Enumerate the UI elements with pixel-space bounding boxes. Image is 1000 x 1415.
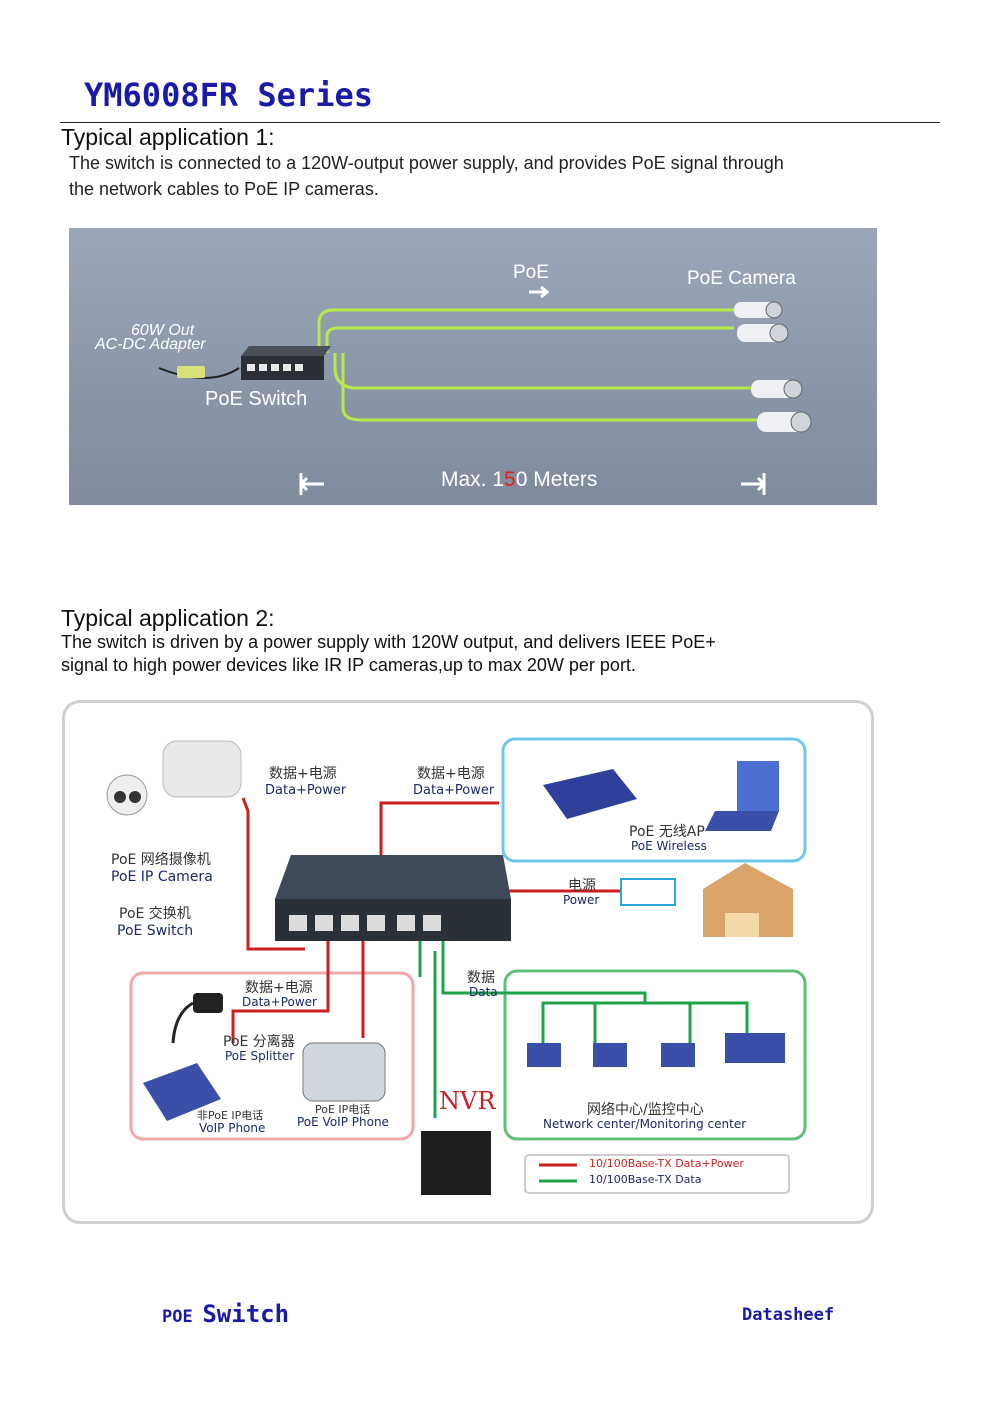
switch-cn: PoE 交换机: [119, 906, 191, 922]
splitter-cn: PoE 分离器: [223, 1034, 295, 1050]
bullet-camera-icon: [162, 740, 242, 798]
footer-doc-type: Datasheef: [742, 1305, 835, 1325]
switch-en: PoE Switch: [117, 923, 194, 939]
center-en: Network center/Monitoring center: [543, 1117, 747, 1131]
wireless-en: PoE Wireless: [631, 839, 707, 853]
voip-phone-icon: [143, 1063, 221, 1121]
app1-diagram: PoE PoE Camera 60W Out AC-DC Adapter PoE…: [69, 228, 877, 505]
computer-icons: [527, 1033, 785, 1067]
camera-icon-2: [737, 323, 789, 343]
data-cn: 数据: [467, 970, 495, 986]
adapter-icon: [177, 366, 205, 378]
poe-camera-label: PoE Camera: [687, 268, 796, 289]
power-supply-icon: [620, 878, 676, 906]
phone-frame: [129, 971, 415, 1141]
nvr-icon: [421, 1131, 491, 1195]
wireless-cn: PoE 无线AP: [629, 824, 705, 840]
dp3-cn: 数据+电源: [245, 980, 313, 996]
phone-en: VoIP Phone: [199, 1121, 266, 1135]
distance-label: Max. 150 Meters: [441, 468, 598, 491]
app1-heading: Typical application 1:: [61, 124, 275, 150]
poephone-cn: PoE IP电话: [315, 1103, 371, 1116]
center-cn: 网络中心/监控中心: [587, 1102, 704, 1118]
poe-cables: [317, 308, 759, 422]
app1-desc-line2: the network cables to PoE IP cameras.: [69, 179, 379, 199]
camera-en: PoE IP Camera: [111, 869, 213, 885]
app2-desc-line2: signal to high power devices like IR IP …: [61, 655, 636, 675]
dp2-en: Data+Power: [413, 783, 495, 798]
power-cn: 电源: [568, 878, 596, 894]
poe-voip-phone-icon: [302, 1042, 386, 1102]
wireless-frame: [501, 737, 807, 863]
legend-green-label: 10/100Base-TX Data: [589, 1173, 702, 1186]
camera-cn: PoE 网络摄像机: [111, 852, 211, 868]
house-icon: [703, 863, 793, 937]
dp1-cn: 数据+电源: [269, 766, 337, 782]
app2-heading: Typical application 2:: [61, 605, 275, 631]
camera-icon-4: [757, 411, 812, 433]
dp3-en: Data+Power: [242, 995, 317, 1009]
router-icon: [543, 769, 637, 819]
dome-camera-icon: [106, 774, 148, 816]
camera-icon-1: [734, 301, 783, 319]
poephone-en: PoE VoIP Phone: [297, 1115, 389, 1129]
splitter-icon: [171, 993, 223, 1044]
center-frame: [503, 969, 807, 1141]
adapter-label-2: AC-DC Adapter: [95, 336, 206, 353]
legend-red-label: 10/100Base-TX Data+Power: [589, 1157, 744, 1170]
app2-desc-line1: The switch is driven by a power supply w…: [61, 632, 716, 652]
page-title: YM6008FR Series: [84, 76, 373, 114]
poe-label: PoE: [513, 262, 549, 283]
app2-diagram: 数据+电源 Data+Power 数据+电源 Data+Power PoE 网络…: [62, 700, 874, 1224]
left-arrow-icon: [298, 473, 324, 495]
dp2-cn: 数据+电源: [417, 766, 485, 782]
poe-switch-icon: [241, 346, 331, 380]
phone-cn: 非PoE IP电话: [197, 1109, 264, 1122]
laptop-icon: [705, 761, 779, 831]
nvr-label: NVR: [439, 1087, 496, 1115]
app1-desc-line1: The switch is connected to a 120W-output…: [69, 153, 784, 173]
poe-switch-label: PoE Switch: [205, 388, 308, 410]
poe-switch-icon: [275, 855, 511, 941]
right-arrow-icon: [741, 473, 767, 495]
data-en: Data: [469, 985, 498, 999]
poe-arrow-icon: [529, 285, 550, 299]
dp1-en: Data+Power: [265, 783, 347, 798]
title-divider: [60, 122, 940, 123]
adapter-label-1: 60W Out: [131, 322, 195, 339]
power-en: Power: [563, 893, 600, 907]
data-lines: [418, 938, 749, 1118]
footer-product: POE Switch: [162, 1300, 290, 1328]
camera-icon-3: [751, 379, 803, 399]
splitter-en: PoE Splitter: [225, 1049, 295, 1063]
legend-frame: [524, 1154, 790, 1194]
